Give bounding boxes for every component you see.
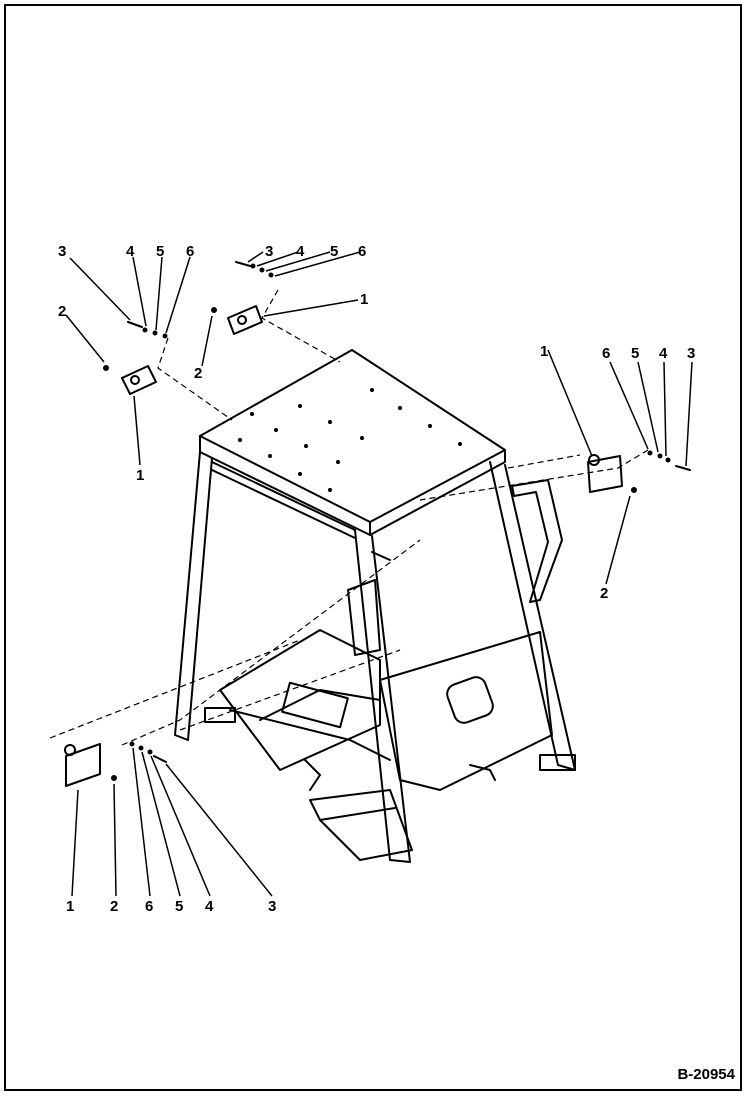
callout-2-bottomleft: 2 <box>110 898 118 915</box>
callout-1-topcenter: 1 <box>360 291 368 308</box>
figure-id: B-20954 <box>677 1066 735 1083</box>
callout-1-topleft: 1 <box>136 467 144 484</box>
hardware-washers <box>103 263 671 781</box>
roof-panel <box>199 349 506 523</box>
hardware-bolts <box>127 261 691 763</box>
rear-right-post <box>489 461 576 771</box>
callout-5-right: 5 <box>631 345 639 362</box>
right-front-post <box>354 529 411 863</box>
callout-4-topleft: 4 <box>126 243 135 260</box>
callout-6-topleft: 6 <box>186 243 194 260</box>
front-step <box>309 789 413 861</box>
callout-6-right: 6 <box>602 345 610 362</box>
callout-4-right: 4 <box>659 345 668 362</box>
roof-bolt-holes <box>238 388 462 492</box>
callout-1-right: 1 <box>540 343 548 360</box>
callout-4-bottomleft: 4 <box>205 898 214 915</box>
grab-handle <box>511 479 563 603</box>
callout-6-topcenter: 6 <box>358 243 366 260</box>
mirror-bottom-left <box>64 743 101 787</box>
callout-6-bottomleft: 6 <box>145 898 153 915</box>
callout-2-topleft: 2 <box>58 303 66 320</box>
left-front-post <box>174 451 213 741</box>
callout-3-right: 3 <box>687 345 695 362</box>
callout-labels: 3 4 5 6 2 1 3 4 5 6 1 2 1 6 5 4 3 2 1 2 … <box>58 243 695 915</box>
callout-2-topcenter: 2 <box>194 365 202 382</box>
callout-5-bottomleft: 5 <box>175 898 183 915</box>
callout-4-topcenter: 4 <box>296 243 305 260</box>
callout-3-topcenter: 3 <box>265 243 273 260</box>
cab-frame <box>174 349 576 863</box>
mirror-right <box>587 454 623 493</box>
callout-1-bottomleft: 1 <box>66 898 74 915</box>
callout-5-topleft: 5 <box>156 243 164 260</box>
side-panel <box>379 631 553 791</box>
projection-lines <box>49 289 649 746</box>
mirror-top-left <box>121 365 157 395</box>
callout-2-right: 2 <box>600 585 608 602</box>
mirror-top-center <box>227 305 263 335</box>
page-border <box>4 4 742 1091</box>
callout-3-topleft: 3 <box>58 243 66 260</box>
floor-frame <box>219 629 381 771</box>
callout-5-topcenter: 5 <box>330 243 338 260</box>
callout-3-bottomleft: 3 <box>268 898 276 915</box>
panel-cutout <box>446 676 494 724</box>
leader-lines <box>65 251 693 897</box>
